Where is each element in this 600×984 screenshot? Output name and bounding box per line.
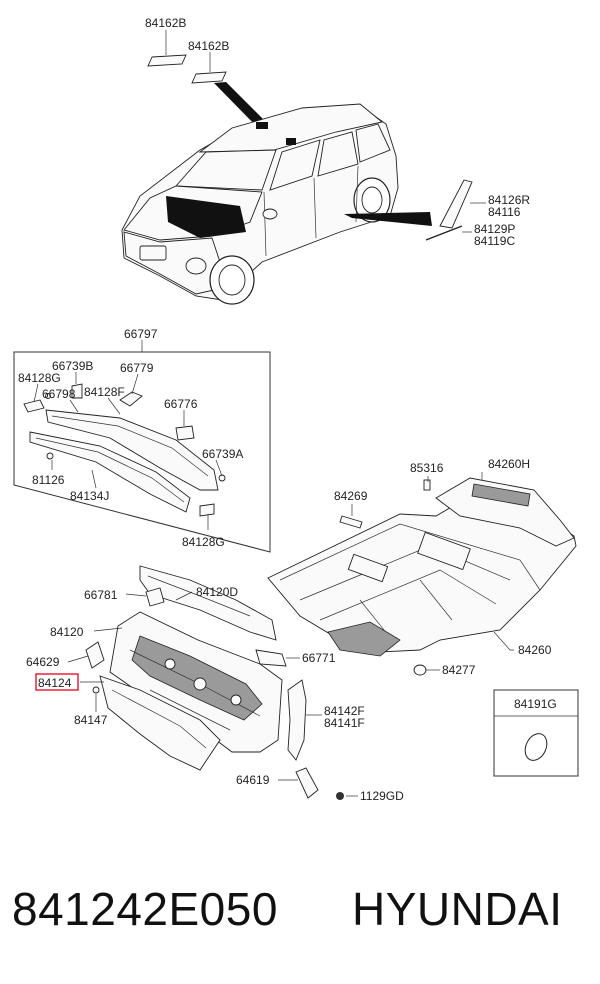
label-84124: 84124 [38, 676, 72, 690]
bracket-66781 [145, 587, 165, 607]
label-84162B-a: 84162B [145, 16, 186, 30]
part-number: 841242E050 [12, 883, 278, 935]
bolt-1129GD [336, 792, 344, 800]
label-84126R: 84126R [488, 193, 530, 207]
vehicle-illustration [121, 103, 432, 305]
label-66798: 66798 [42, 387, 76, 401]
label-84277: 84277 [442, 663, 476, 677]
brand-name: HYUNDAI [352, 883, 563, 935]
bracket-66771 [255, 649, 287, 667]
bracket-64629 [85, 641, 105, 669]
label-84141F: 84141F [324, 716, 365, 730]
inset-box-84191G [493, 689, 579, 777]
label-84147: 84147 [74, 713, 108, 727]
label-84129P: 84129P [474, 222, 515, 236]
label-64619: 64619 [236, 773, 270, 787]
floor-assembly-84260 [267, 477, 577, 657]
pad-84162B-2 [191, 71, 227, 84]
group-box-66797 [13, 340, 271, 553]
label-84128G-a: 84128G [18, 371, 61, 385]
pillar-insulator-84142F [287, 679, 307, 761]
label-66797: 66797 [124, 327, 158, 341]
label-84119C: 84119C [474, 234, 515, 248]
pillar-trim-84126R [439, 179, 473, 229]
pad-84162B-1 [147, 54, 187, 67]
clip-85316 [423, 479, 431, 491]
pad-84269 [339, 515, 363, 529]
label-1129GD: 1129GD [360, 789, 404, 803]
footer: 841242E050 HYUNDAI [0, 870, 600, 960]
label-84260: 84260 [518, 643, 552, 657]
label-84116: 84116 [488, 205, 521, 219]
dash-panel-84120 [109, 611, 283, 753]
label-84260H: 84260H [488, 457, 530, 471]
label-66771: 66771 [302, 651, 336, 665]
label-81126: 81126 [32, 473, 65, 487]
label-84142F: 84142F [324, 704, 365, 718]
grommet-84277 [413, 664, 427, 676]
label-66776: 66776 [164, 397, 198, 411]
label-66779: 66779 [120, 361, 154, 375]
dash-insulator-84120D [139, 565, 277, 641]
label-66739A: 66739A [202, 447, 243, 461]
label-66781: 66781 [84, 588, 118, 602]
label-84162B-b: 84162B [188, 39, 229, 53]
label-84120: 84120 [50, 625, 84, 639]
label-84134J: 84134J [70, 489, 109, 503]
label-84128G-b: 84128G [182, 535, 225, 549]
bracket-64619 [295, 767, 319, 799]
trim-strip-84129P [425, 225, 463, 241]
label-64629: 64629 [26, 655, 60, 669]
label-84191G: 84191G [514, 697, 557, 711]
label-85316: 85316 [410, 461, 444, 475]
cowl-panel-parts [23, 383, 226, 517]
clip-84147 [92, 686, 100, 694]
highlight-box-84124 [35, 673, 79, 691]
label-84120D: 84120D [196, 585, 238, 599]
dash-insulator-84124 [99, 675, 221, 771]
label-84128F: 84128F [84, 385, 125, 399]
label-84269: 84269 [334, 489, 368, 503]
label-66739B: 66739B [52, 359, 93, 373]
